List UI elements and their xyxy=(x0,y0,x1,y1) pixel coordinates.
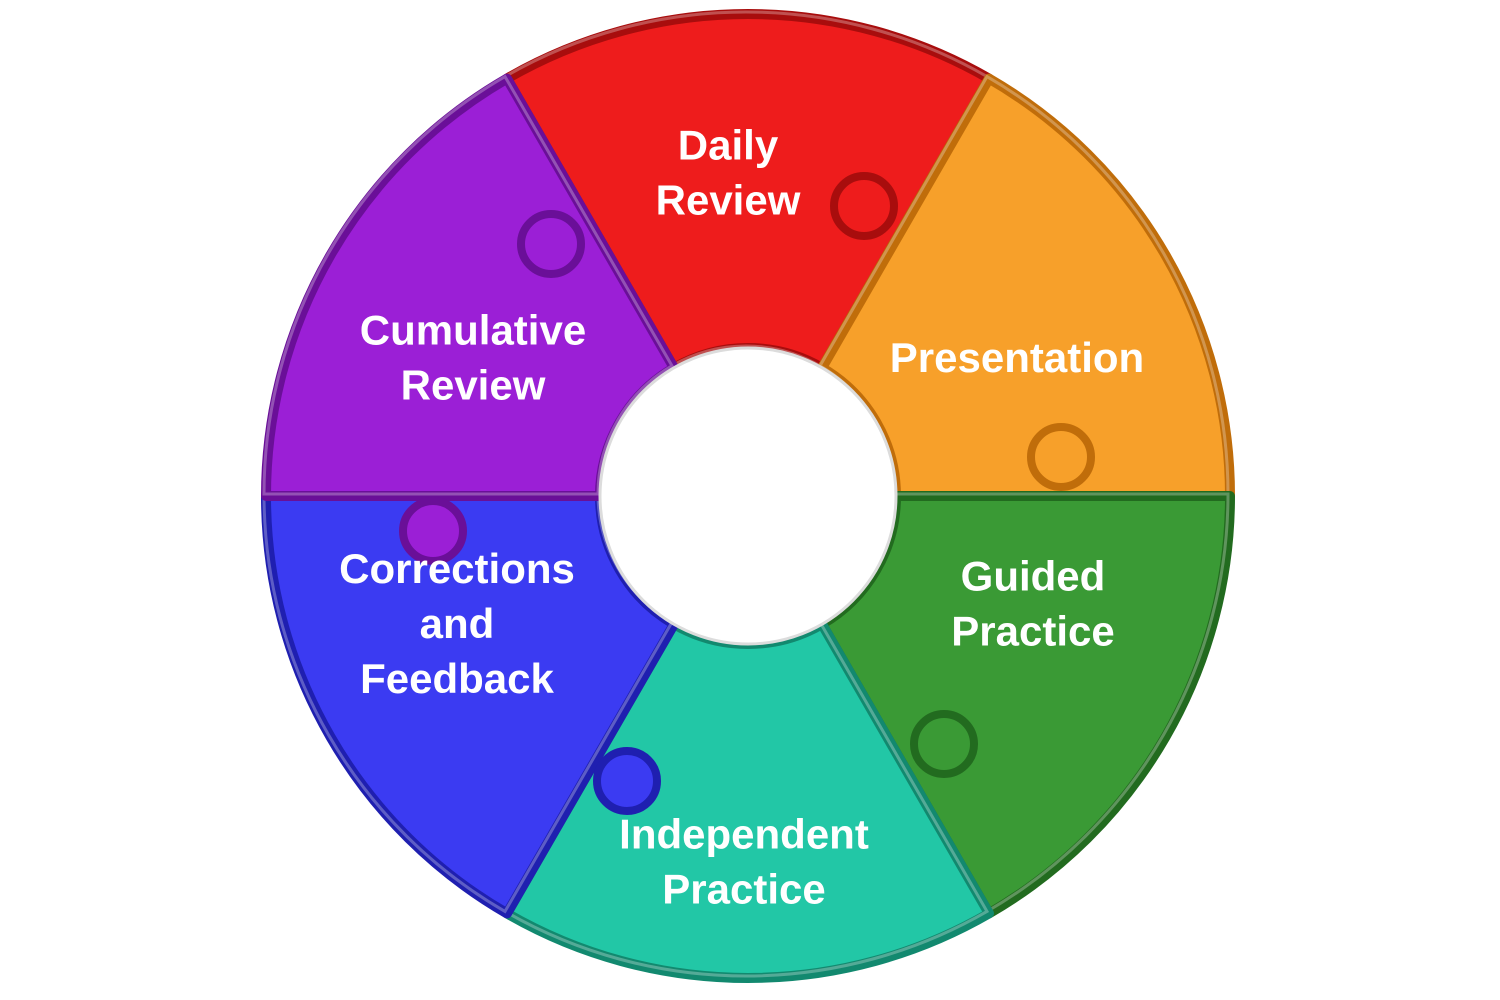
label-corrections-feedback-line: and xyxy=(420,600,495,647)
label-cumulative-review-line: Review xyxy=(401,362,546,409)
segment-cumulative-review-highlight xyxy=(262,74,675,496)
label-independent-practice-line: Independent xyxy=(619,811,869,858)
label-cumulative-review-line: Cumulative xyxy=(360,307,586,354)
puzzle-knob xyxy=(830,172,898,240)
puzzle-knob xyxy=(517,210,585,278)
label-corrections-feedback-line: Corrections xyxy=(339,545,575,592)
label-guided-practice-line: Practice xyxy=(951,608,1114,655)
label-guided-practice-line: Guided xyxy=(961,553,1106,600)
puzzle-knob xyxy=(910,710,978,778)
segment-daily-review-highlight xyxy=(502,10,990,368)
puzzle-knob xyxy=(1027,423,1095,491)
label-presentation-line: Presentation xyxy=(890,334,1144,381)
puzzle-knob xyxy=(593,747,661,815)
label-corrections-feedback-line: Feedback xyxy=(360,655,554,702)
label-independent-practice-line: Practice xyxy=(662,866,825,913)
label-presentation: Presentation xyxy=(890,334,1144,381)
label-daily-review-line: Review xyxy=(656,177,801,224)
label-daily-review-line: Daily xyxy=(678,122,779,169)
center-hole xyxy=(598,346,898,646)
puzzle-knob xyxy=(399,497,467,565)
